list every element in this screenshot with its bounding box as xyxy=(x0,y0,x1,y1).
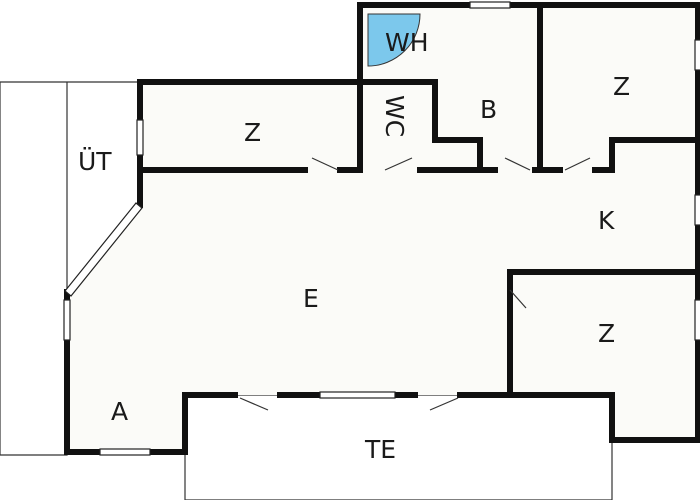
windows xyxy=(63,1,700,456)
room-label-b: B xyxy=(480,95,497,124)
door-swings xyxy=(239,157,591,411)
room-label-wc: WC xyxy=(380,95,409,137)
walls xyxy=(64,2,700,455)
water-heater-symbol xyxy=(367,13,421,67)
room-label-wh: WH xyxy=(385,28,429,57)
room-label-te: TE xyxy=(364,435,396,464)
room-label-ut: ÜT xyxy=(78,147,112,176)
room-label-z-bottom-right: Z xyxy=(598,319,615,348)
room-label-a: A xyxy=(111,397,128,426)
room-label-e: E xyxy=(303,284,319,313)
terrace-te xyxy=(184,394,613,500)
room-label-k: K xyxy=(598,206,615,235)
room-label-z-top-left: Z xyxy=(244,118,261,147)
room-label-z-top-right: Z xyxy=(613,72,630,101)
